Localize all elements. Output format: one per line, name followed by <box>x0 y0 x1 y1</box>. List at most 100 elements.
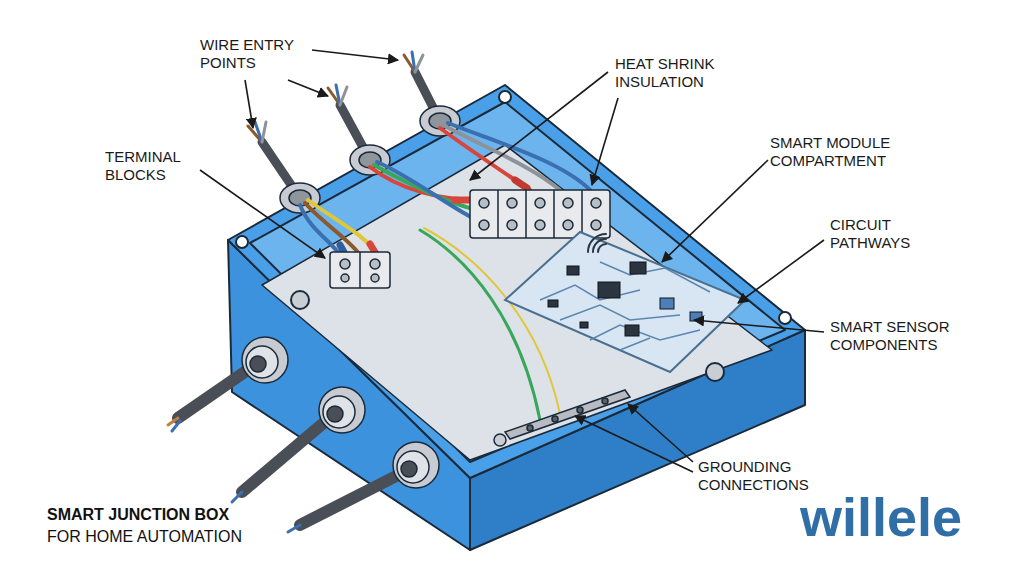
wifi-arc <box>593 239 606 252</box>
diagram-title: SMART JUNCTION BOX <box>47 505 367 524</box>
leader-lines <box>200 50 824 472</box>
floor <box>262 145 772 460</box>
screw <box>535 198 545 208</box>
sensor <box>660 298 674 309</box>
screw <box>507 198 517 208</box>
leader-line <box>694 320 824 332</box>
screw <box>370 259 380 269</box>
smart-module <box>505 232 745 372</box>
terminal-block <box>330 252 390 288</box>
ground-wire <box>424 228 560 414</box>
wifi-symbol <box>588 234 606 252</box>
wire <box>172 421 180 431</box>
bar-screw <box>494 434 506 446</box>
gland <box>393 442 439 488</box>
divider <box>525 190 527 238</box>
wire <box>308 200 378 255</box>
screw <box>563 198 573 208</box>
bar-hole <box>552 416 558 422</box>
wire <box>415 55 423 72</box>
chip <box>598 282 620 298</box>
wire <box>288 525 300 532</box>
gland-nut <box>246 346 278 378</box>
cable <box>300 470 408 525</box>
inner-wall <box>250 102 785 462</box>
chip <box>580 322 588 328</box>
leader-line <box>200 170 325 258</box>
leader-line <box>312 50 398 60</box>
wire <box>412 52 415 72</box>
callout-label: WIRE ENTRY POINTS <box>200 36 318 72</box>
gland <box>242 337 288 383</box>
screw <box>341 274 349 282</box>
screw <box>340 259 350 269</box>
gland-seal <box>327 406 343 422</box>
leader-line <box>575 416 693 472</box>
mount-boss <box>291 291 309 309</box>
pcb <box>505 232 745 372</box>
divider <box>359 252 361 288</box>
bar-hole <box>527 425 533 431</box>
sleeve <box>515 180 527 188</box>
screw <box>371 274 379 282</box>
wire <box>255 122 262 142</box>
brand-logo: willele <box>800 486 1015 548</box>
screw <box>479 220 489 230</box>
wire <box>448 123 590 190</box>
ground-wire <box>420 230 540 420</box>
leader-line <box>592 98 618 185</box>
divider <box>553 190 555 238</box>
gland-nut <box>397 451 429 483</box>
leader-line <box>662 160 768 262</box>
screw <box>591 198 601 208</box>
callout-label: CIRCUIT PATHWAYS <box>830 216 930 252</box>
callout-label: HEAT SHRINK INSULATION <box>615 55 743 91</box>
cable <box>178 365 255 418</box>
bus-bar <box>505 390 630 439</box>
leader-line <box>738 240 824 303</box>
gland-nut <box>323 396 355 428</box>
diagram-caption: FOR HOME AUTOMATION <box>47 527 367 546</box>
screw <box>535 220 545 230</box>
gland-seal <box>250 356 266 372</box>
screw <box>479 198 489 208</box>
gland-seal <box>401 461 417 477</box>
gland <box>319 387 365 433</box>
screw <box>563 220 573 230</box>
grounding-bar <box>494 390 630 446</box>
chip <box>625 325 639 336</box>
leader-line <box>470 72 608 180</box>
leader-line <box>628 404 693 462</box>
wire <box>340 87 347 105</box>
callout-label: SMART SENSOR COMPONENTS <box>830 318 968 354</box>
chip <box>567 266 579 275</box>
trace <box>540 285 640 300</box>
terminal-blocks <box>330 190 610 288</box>
callout-label: TERMINAL BLOCKS <box>105 148 205 184</box>
bar-hole <box>577 407 583 413</box>
trace <box>620 338 650 350</box>
trace <box>590 325 700 340</box>
mount-boss <box>706 363 724 381</box>
front-glands <box>242 337 439 488</box>
divider <box>581 190 583 238</box>
terminal-block <box>470 190 610 238</box>
chip <box>548 300 558 307</box>
screw-hole <box>779 312 791 324</box>
bar-hole <box>602 398 608 404</box>
leader-line <box>245 80 253 128</box>
leader-line <box>288 80 328 96</box>
wire <box>232 492 242 502</box>
screw <box>591 220 601 230</box>
divider <box>497 190 499 238</box>
chip <box>630 262 646 274</box>
wifi-arc <box>588 234 606 252</box>
chips <box>548 262 702 336</box>
cable <box>242 415 333 492</box>
wire <box>336 85 340 105</box>
wire <box>262 122 266 142</box>
screw-hole <box>499 91 511 103</box>
screw-hole <box>236 236 248 248</box>
